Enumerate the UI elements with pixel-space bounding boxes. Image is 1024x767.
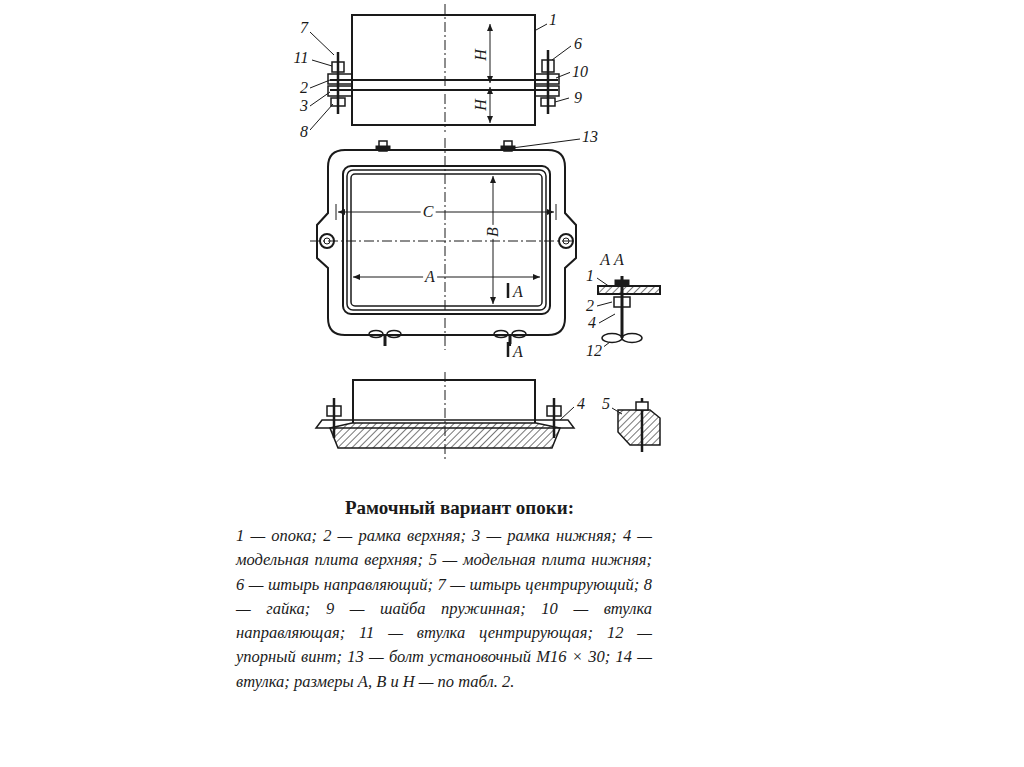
callout-number: 6 [572, 36, 584, 52]
plan-view [310, 138, 580, 357]
figure-caption: 1 — опока; 2 — рамка верхняя; 3 — рамка … [236, 524, 652, 694]
callout-number: 1 [584, 268, 596, 284]
callout-number: 2 [584, 298, 596, 314]
section-a-a [597, 276, 660, 348]
section-mark: А А [598, 252, 626, 268]
callout-number: 7 [298, 20, 310, 36]
top-leaders [310, 24, 580, 148]
callout-number: 12 [584, 343, 604, 359]
figure-title: Рамочный вариант опоки: [345, 497, 574, 519]
callout-number: 3 [298, 98, 310, 114]
dimension-letter: С [421, 204, 436, 220]
callout-number: 1 [547, 12, 559, 28]
dimension-letter: А [423, 269, 437, 285]
callout-number: 9 [572, 90, 584, 106]
dimension-letter: Н [473, 97, 489, 113]
dimension-letter: В [485, 225, 501, 239]
callout-number: 13 [580, 129, 600, 145]
callout-number: 11 [292, 50, 311, 66]
dimension-letter: Н [473, 47, 489, 63]
section-mark: А [511, 284, 525, 300]
callout-number: 8 [298, 124, 310, 140]
top-view [328, 4, 559, 132]
callout-number: 4 [575, 396, 587, 412]
section-mark: А [511, 344, 525, 360]
callout-number: 5 [600, 396, 612, 412]
callout-number: 4 [586, 315, 598, 331]
bottom-view [316, 372, 660, 462]
callout-number: 2 [298, 80, 310, 96]
callout-number: 10 [570, 64, 590, 80]
